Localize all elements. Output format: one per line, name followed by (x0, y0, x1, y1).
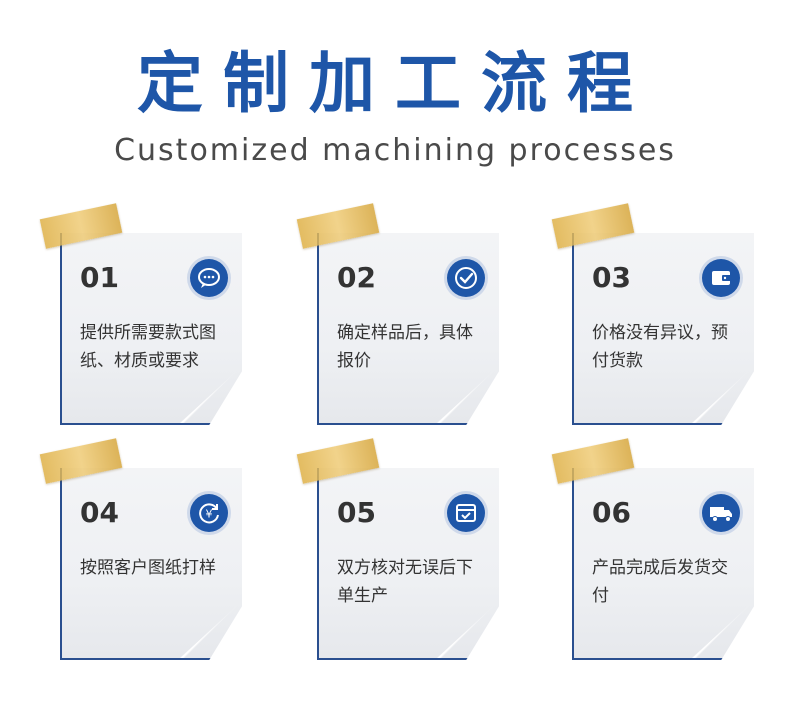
step-description: 双方核对无误后下单生产 (337, 558, 473, 606)
step-card-02: 02 确定样品后，具体报价 (296, 203, 499, 425)
chat-icon (190, 259, 228, 297)
step-description: 确定样品后，具体报价 (337, 323, 473, 371)
yen-refresh-icon: ¥ (190, 494, 228, 532)
step-card-06: 06 产品完成后发货交付 (551, 438, 754, 660)
step-card-01: 01 提供所需要款式图纸、材质或要求 (39, 203, 242, 425)
truck-icon (702, 494, 740, 532)
step-card-04: 04 ¥ 按照客户图纸打样 (39, 438, 242, 660)
step-number: 02 (337, 261, 376, 294)
step-card-05: 05 双方核对无误后下单生产 (296, 438, 499, 660)
step-description: 按照客户图纸打样 (80, 558, 216, 578)
step-number: 05 (337, 496, 376, 529)
step-description: 提供所需要款式图纸、材质或要求 (80, 323, 216, 371)
check-icon (447, 259, 485, 297)
step-number: 01 (80, 261, 119, 294)
svg-text:¥: ¥ (206, 508, 213, 521)
step-number: 03 (592, 261, 631, 294)
step-number: 04 (80, 496, 119, 529)
step-description: 价格没有异议，预付货款 (592, 323, 728, 371)
wallet-icon (702, 259, 740, 297)
step-description: 产品完成后发货交付 (592, 558, 728, 606)
step-card-03: 03 价格没有异议，预付货款 (551, 203, 754, 425)
page-subtitle: Customized machining processes (114, 133, 676, 168)
page-title: 定制加工流程 (137, 45, 653, 122)
calendar-check-icon (447, 494, 485, 532)
step-number: 06 (592, 496, 631, 529)
